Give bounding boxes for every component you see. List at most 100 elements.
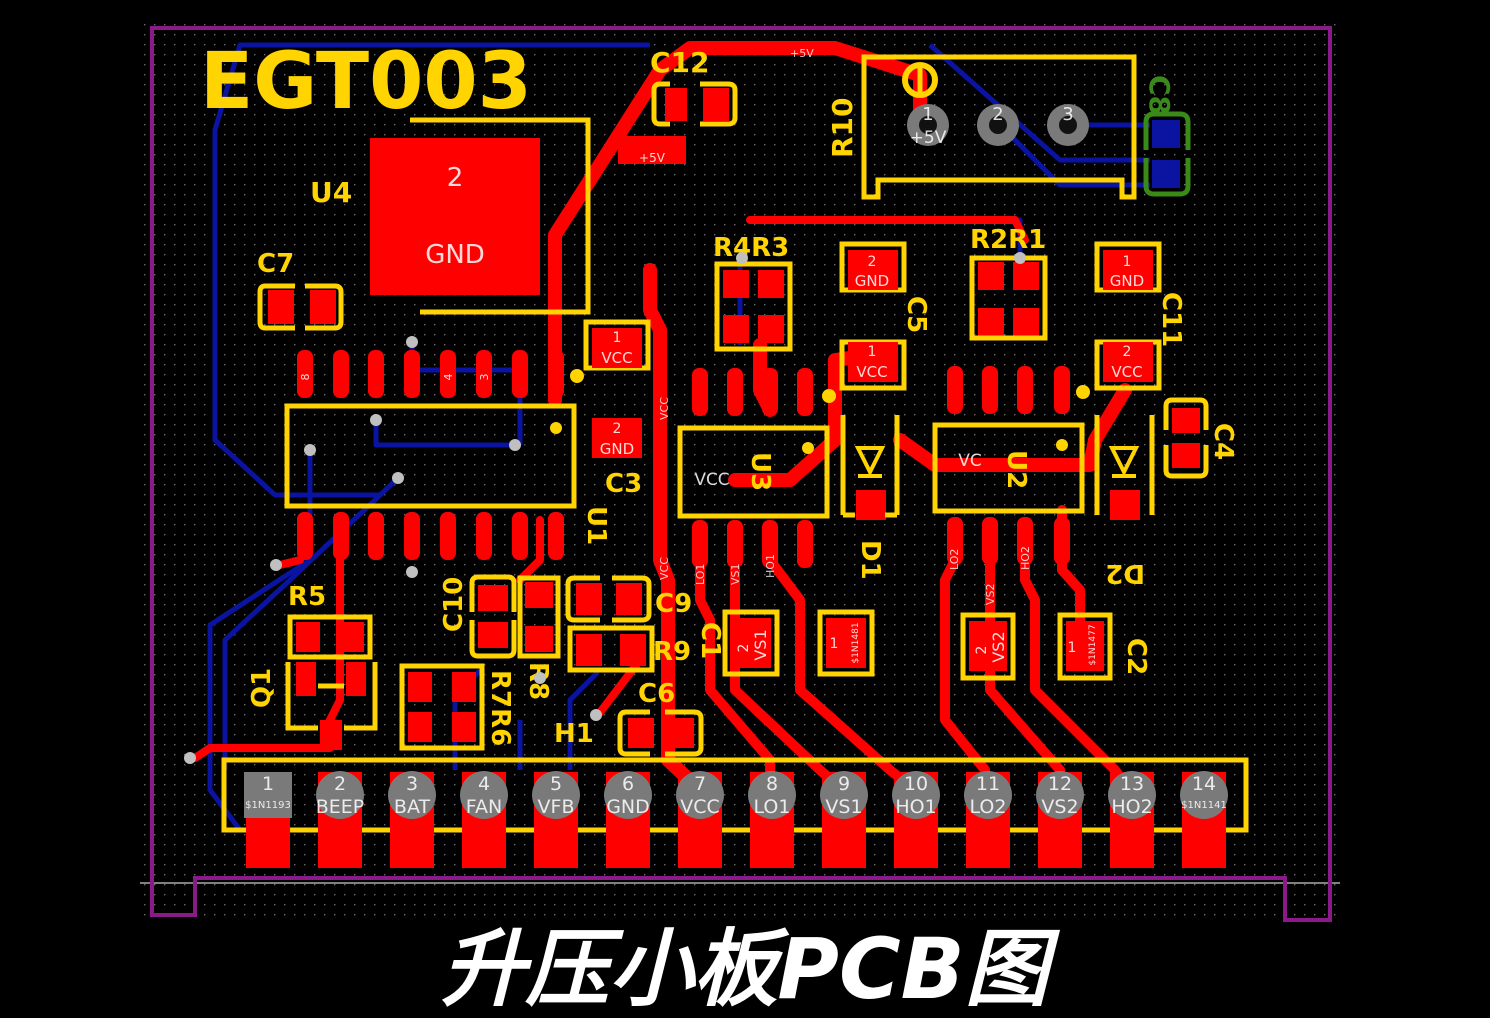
pin-hole [244,772,292,818]
connector-pin-1[interactable]: 1 $1N1193 [244,772,292,868]
pin-hole [604,771,652,819]
pin-net: VS1 [825,796,862,818]
pin-hole [316,771,364,819]
component-r2r1[interactable]: R2R1 [969,225,1048,341]
pin-hole [748,771,796,819]
component-c3[interactable]: 2 GND 1 VCC C3 [583,319,651,499]
pad-number: 2 [447,163,464,193]
pin-net: LO1 [754,796,791,818]
designator-r5: R5 [288,582,326,612]
pin-number: 13 [1120,773,1144,795]
component-c9[interactable]: C9 [565,575,692,623]
designator-c1: C1 [695,622,725,659]
pin-net: FAN [466,796,502,818]
designator-c5: C5 [901,296,931,333]
pad-net: VCC [1111,363,1142,381]
pad-net: GND [425,240,485,270]
pin-label: 1 [922,104,933,125]
pad-number: 1 [1123,254,1132,270]
component-u2[interactable]: VC U2 [932,366,1085,565]
pin-label: 4 [442,374,455,381]
pad-net: GND [600,440,634,458]
pin-net: VCC [680,796,720,818]
pin-hole [532,771,580,819]
designator-c7: C7 [257,249,294,279]
connector-pin-14[interactable]: 14$1N1141 [1180,771,1228,868]
pin-number: 3 [406,773,418,795]
vias [184,252,1090,764]
pin-number: 14 [1192,773,1216,795]
designator-r2r1: R2R1 [970,225,1046,255]
designator-r7r6: R7R6 [485,670,515,746]
pin-hole [892,771,940,819]
pin-net: $1N1193 [245,800,291,811]
pin-hole [1036,771,1084,819]
component-d2[interactable]: D2 [1094,415,1155,588]
pin-number: 8 [766,773,778,795]
pin-number: 4 [478,773,490,795]
board-name: EGT003 [200,37,532,127]
component-r7r6[interactable]: R7R6 [399,663,515,751]
pin-label: 2 [992,104,1003,125]
component-c5[interactable]: 2 GND 1 VCC C5 [839,241,931,391]
component-c10[interactable]: C10 [439,574,517,659]
component-vs1[interactable]: 2 VS1 1 $1N1481 [722,609,875,677]
component-c11[interactable]: 1 GND 2 VCC C11 [1094,241,1186,391]
component-c12[interactable]: +5V C12 [618,46,738,165]
pin-hole [820,771,868,819]
pin-number: 9 [838,773,850,795]
pad-net: GND [1110,272,1144,290]
net-label: VS2 [984,583,997,605]
component-r4r3[interactable]: R4R3 [713,233,793,352]
component-c7[interactable]: C7 [257,249,344,331]
pad-net: VS1 [751,629,770,660]
caption-title: 升压小板PCB图 [441,920,1060,1018]
designator-r10: R10 [826,97,859,158]
component-r10[interactable]: 1 2 3 +5V R10 [826,54,1137,200]
component-c4[interactable]: C4 [1163,397,1238,479]
pin-number: 1 [262,773,274,795]
component-vs2[interactable]: 2 VS2 1 $1N1477 C2 [960,612,1151,681]
component-d1[interactable]: D1 [840,415,900,580]
designator-u1: U1 [581,506,611,545]
pin-number: 10 [904,773,928,795]
net-label: LO1 [694,564,707,585]
designator-r9: R9 [653,637,691,667]
designator-c3: C3 [605,469,642,499]
pin-net: GND [606,796,650,818]
component-c8[interactable]: C8 [1143,75,1191,197]
component-u4[interactable]: 2 GND U4 [310,117,591,315]
designator-u3: U3 [745,452,775,491]
designator-c12: C12 [650,46,710,79]
net-label: VS1 [729,563,742,585]
net-label: HO1 [764,554,777,578]
designator-c4: C4 [1208,423,1238,460]
net-label: VCC [658,397,671,420]
component-u1[interactable]: 8 4 3 U1 [284,350,611,560]
pin-net: BAT [394,796,431,818]
designator-d2: D2 [1105,558,1145,588]
pin-label: 3 [1062,104,1073,125]
component-r5[interactable]: R5 [287,582,373,660]
component-r9[interactable]: R9 C1 [567,622,725,673]
pin-net: VFB [538,796,575,818]
component-q1[interactable]: Q1 [247,662,378,750]
designator-q1: Q1 [247,668,277,708]
component-u3[interactable]: VCC U3 [677,368,830,568]
pad-net: VCC [694,470,729,490]
component-c6[interactable]: C6 [617,679,704,757]
grid [140,20,1340,920]
